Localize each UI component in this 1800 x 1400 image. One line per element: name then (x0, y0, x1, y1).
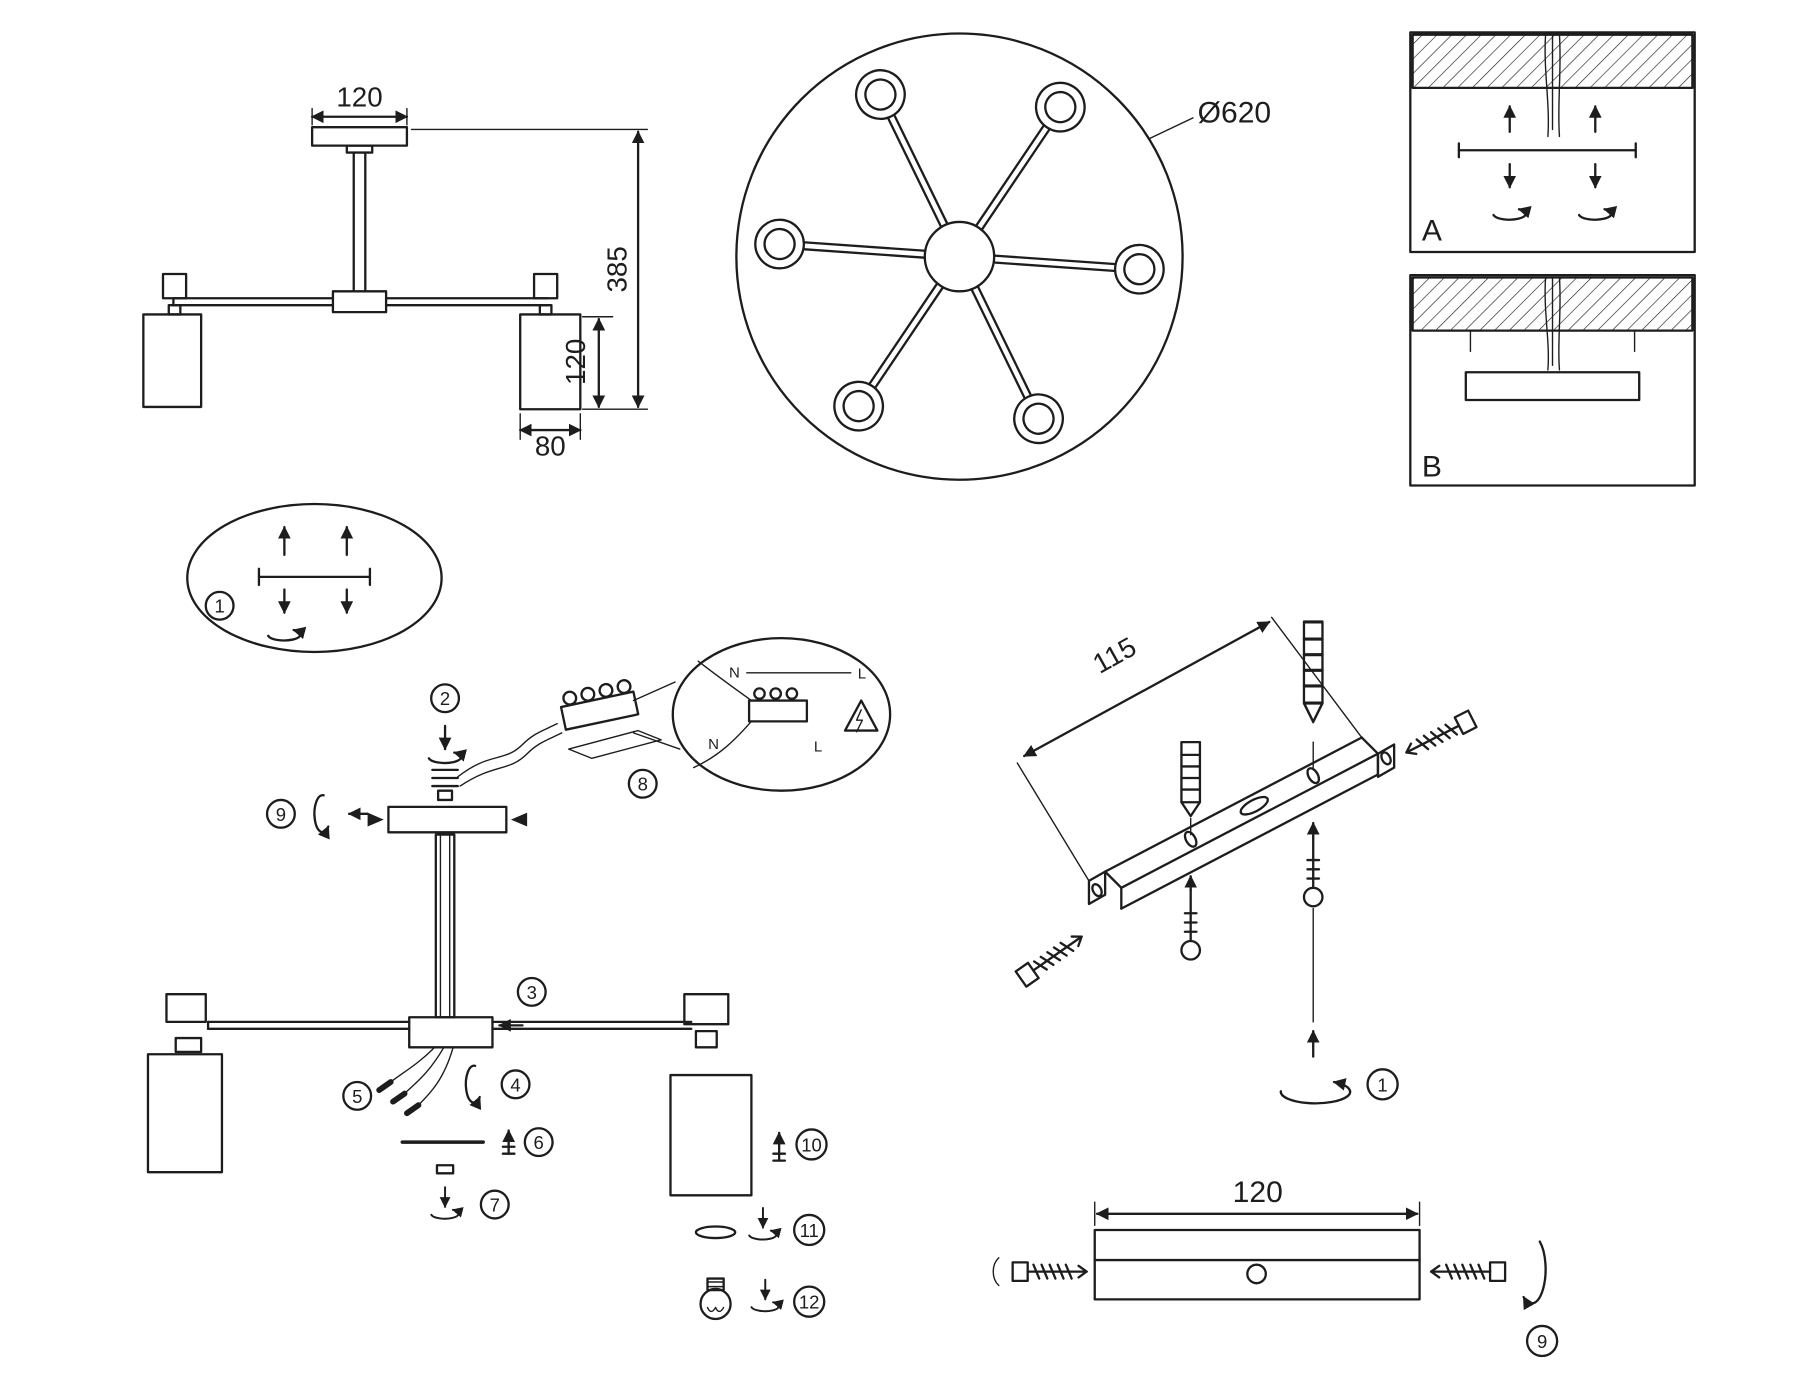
hub-wires (376, 1046, 454, 1117)
step-2-badge: 2 (430, 683, 461, 714)
top-diameter-label: Ø620 (1198, 97, 1272, 130)
dim-shade-height: 120 (560, 316, 614, 409)
front-screw-left (1011, 1261, 1088, 1283)
svg-text:1: 1 (214, 596, 224, 617)
stem-rod (434, 833, 456, 1019)
panel-b-label: B (1422, 450, 1442, 483)
bracket-body (1087, 736, 1396, 910)
step-1-badge: 1 (204, 590, 235, 621)
canopy (367, 805, 528, 834)
step-8-badge: 8 (627, 768, 658, 799)
bracket-width-label: 120 (1233, 1176, 1283, 1209)
step-9-badge-bracket: 9 (1525, 1324, 1559, 1358)
side-screw-left (1014, 927, 1089, 988)
panel-a-label: A (1422, 214, 1442, 247)
left-socket-shade (146, 993, 224, 1174)
bracket-front-body (1093, 1228, 1421, 1301)
svg-text:9: 9 (1537, 1331, 1547, 1352)
step-1-badge-bracket: 1 (1366, 1068, 1399, 1101)
svg-text:3: 3 (527, 982, 537, 1003)
step-7-badge: 7 (479, 1189, 510, 1220)
dim-canopy-width: 120 (310, 81, 409, 126)
mount-screw-left (1181, 876, 1199, 959)
wire-l-top-label: L (858, 666, 866, 683)
hub-and-arms (206, 1016, 693, 1049)
shade-width-label: 80 (535, 430, 566, 461)
svg-text:2: 2 (440, 688, 450, 709)
step-1-detail-bubble: 1 (186, 502, 443, 654)
mounting-bracket-front: 120 9 (992, 1176, 1559, 1358)
bracket-depth-label: 115 (1088, 631, 1142, 680)
svg-text:12: 12 (799, 1292, 820, 1313)
step-3-badge: 3 (516, 976, 547, 1007)
svg-text:10: 10 (801, 1134, 822, 1155)
svg-text:11: 11 (800, 1220, 819, 1241)
svg-text:6: 6 (534, 1132, 544, 1153)
mounting-bracket-perspective: 115 (1014, 616, 1478, 1105)
wire-n-bottom-label: N (708, 736, 719, 753)
mount-screw-right (1304, 823, 1322, 906)
electric-warning-icon (843, 699, 879, 733)
step-11-badge: 11 (793, 1213, 826, 1247)
terminal-block (559, 679, 640, 731)
svg-text:7: 7 (490, 1194, 500, 1215)
step-6-badge: 6 (523, 1127, 554, 1158)
side-screw-right (1401, 709, 1478, 762)
trim-ring (694, 1225, 737, 1240)
side-view-diagram: 120 385 120 80 (142, 81, 649, 461)
wall-plug-left (1180, 740, 1202, 818)
svg-text:4: 4 (510, 1074, 520, 1095)
total-height-label: 385 (602, 246, 633, 292)
top-view-diagram: Ø620 (735, 32, 1272, 481)
step-4-badge: 4 (500, 1069, 531, 1100)
step-10-badge: 10 (795, 1128, 828, 1161)
svg-text:1: 1 (1377, 1074, 1387, 1095)
wire-n-top-label: N (729, 664, 740, 681)
step-12-badge: 12 (793, 1285, 826, 1318)
wire-l-bottom-label: L (814, 738, 822, 755)
wiring-detail-bubble: N L N L (632, 636, 892, 792)
exploded-assembly: 2 8 (146, 636, 892, 1321)
front-screw-right (1429, 1261, 1507, 1283)
threaded-nipple (431, 768, 459, 802)
svg-text:5: 5 (352, 1086, 362, 1107)
svg-text:8: 8 (638, 774, 648, 795)
step-5-badge: 5 (342, 1080, 373, 1111)
dim-shade-width: 80 (518, 413, 582, 461)
bulb (699, 1277, 732, 1321)
step-9-badge: 9 (265, 798, 296, 829)
ceiling-mount-panel-a: A (1409, 31, 1696, 254)
dim-total-height: 385 (410, 128, 649, 410)
svg-text:9: 9 (276, 804, 286, 825)
right-socket-shade (669, 993, 753, 1197)
ceiling-mount-panel-b: B (1409, 273, 1696, 487)
canopy-width-label: 120 (336, 81, 382, 112)
shade-height-label: 120 (560, 339, 591, 385)
